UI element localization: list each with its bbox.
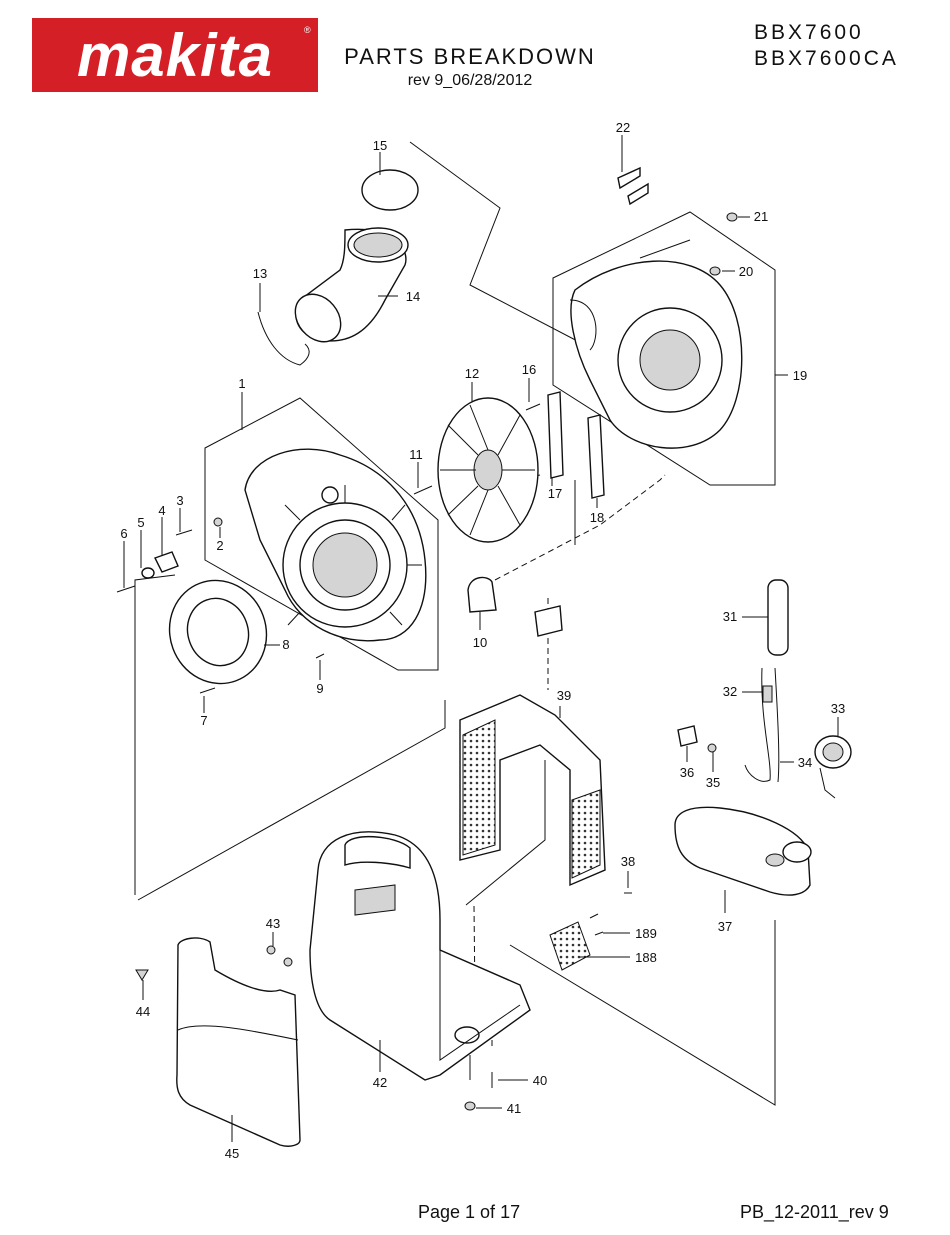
label-part-11: 11 — [409, 447, 423, 462]
part-17-bracket — [547, 391, 564, 479]
label-part-21: 21 — [754, 209, 768, 224]
part-11-bolt — [413, 485, 433, 495]
label-part-1: 1 — [238, 376, 245, 391]
part-9-screw — [315, 653, 325, 659]
label-part-10: 10 — [473, 635, 487, 650]
part-1-fan-housing — [244, 448, 427, 642]
label-part-34: 34 — [798, 755, 812, 770]
part-3-screw — [175, 529, 193, 536]
label-part-32: 32 — [723, 684, 737, 699]
part-39-heat-shield — [459, 694, 606, 887]
label-part-22: 22 — [616, 120, 630, 135]
label-part-16: 16 — [522, 362, 536, 377]
label-part-18: 18 — [590, 510, 604, 525]
logo-wordmark: makita — [77, 22, 273, 89]
part-14-elbow-pipe — [294, 227, 409, 343]
part-18-bracket — [587, 414, 605, 499]
part-189-screw-b — [594, 931, 604, 936]
part-6-screw — [116, 585, 136, 593]
page-number: Page 1 of 17 — [418, 1202, 521, 1222]
revision-text: rev 9_06/28/2012 — [407, 72, 533, 89]
part-43-screw-b — [283, 957, 293, 967]
part-20-grommet — [709, 266, 721, 276]
label-part-8: 8 — [282, 637, 289, 652]
part-43-screw-a — [266, 945, 276, 955]
part-19-volute-case — [569, 260, 743, 449]
part-45-back-pad — [176, 937, 301, 1147]
model-number-2: BBX7600CA — [754, 47, 899, 70]
label-part-188: 188 — [635, 950, 657, 965]
part-31-tube — [767, 579, 789, 656]
label-part-20: 20 — [739, 264, 753, 279]
label-part-35: 35 — [706, 775, 720, 790]
part-44-pin — [135, 969, 149, 981]
document-code: PB_12-2011_rev 9 — [740, 1202, 889, 1222]
page-title: PARTS BREAKDOWN — [344, 44, 596, 69]
part-37-fuel-tank — [674, 806, 812, 896]
label-part-37: 37 — [718, 919, 732, 934]
label-part-39: 39 — [557, 688, 571, 703]
label-part-12: 12 — [465, 366, 479, 381]
part-13-wire — [257, 311, 310, 366]
part-7-screw — [199, 687, 216, 694]
part-35-clip — [707, 743, 717, 753]
label-part-189: 189 — [635, 926, 657, 941]
label-part-17: 17 — [548, 486, 562, 501]
label-part-9: 9 — [316, 681, 323, 696]
part-15-gasket — [361, 169, 419, 211]
part-189-screw-a — [589, 913, 599, 919]
label-part-3: 3 — [176, 493, 183, 508]
frame-volute-case — [552, 211, 776, 486]
label-part-7: 7 — [200, 713, 207, 728]
model-number-1: BBX7600 — [754, 21, 864, 44]
part-33-fuel-cap — [814, 735, 852, 799]
part-188-grill — [549, 921, 591, 971]
part-16-bolt — [525, 403, 541, 411]
part-41-nut — [464, 1101, 476, 1111]
part-4-bracket — [154, 551, 179, 573]
part-36-filter — [677, 725, 698, 747]
label-part-38: 38 — [621, 854, 635, 869]
part-8-cover-ring — [168, 579, 268, 685]
label-part-44: 44 — [136, 1004, 150, 1019]
label-part-36: 36 — [680, 765, 694, 780]
label-part-19: 19 — [793, 368, 807, 383]
label-part-41: 41 — [507, 1101, 521, 1116]
label-part-31: 31 — [723, 609, 737, 624]
label-part-14: 14 — [406, 289, 420, 304]
part-boot-grommet — [534, 605, 563, 637]
part-10-boot — [467, 576, 497, 613]
label-part-2: 2 — [216, 538, 223, 553]
part-2-nut — [213, 517, 223, 527]
label-part-13: 13 — [253, 266, 267, 281]
part-42-backpack-frame — [309, 831, 531, 1081]
label-part-5: 5 — [137, 515, 144, 530]
part-34-fuel-line — [744, 667, 771, 782]
part-22-strips — [617, 166, 649, 206]
label-part-43: 43 — [266, 916, 280, 931]
part-32-fitting — [762, 685, 773, 703]
frame-fan-housing — [204, 397, 439, 671]
svg-text:®: ® — [304, 25, 311, 35]
label-part-6: 6 — [120, 526, 127, 541]
label-part-33: 33 — [831, 701, 845, 716]
part-5-washer — [141, 567, 155, 579]
label-part-15: 15 — [373, 138, 387, 153]
label-part-40: 40 — [533, 1073, 547, 1088]
label-part-42: 42 — [373, 1075, 387, 1090]
part-12-impeller — [437, 397, 539, 543]
label-part-4: 4 — [158, 503, 165, 518]
label-part-45: 45 — [225, 1146, 239, 1161]
makita-logo: makita ® — [32, 18, 318, 92]
part-21-grommet — [726, 212, 738, 222]
